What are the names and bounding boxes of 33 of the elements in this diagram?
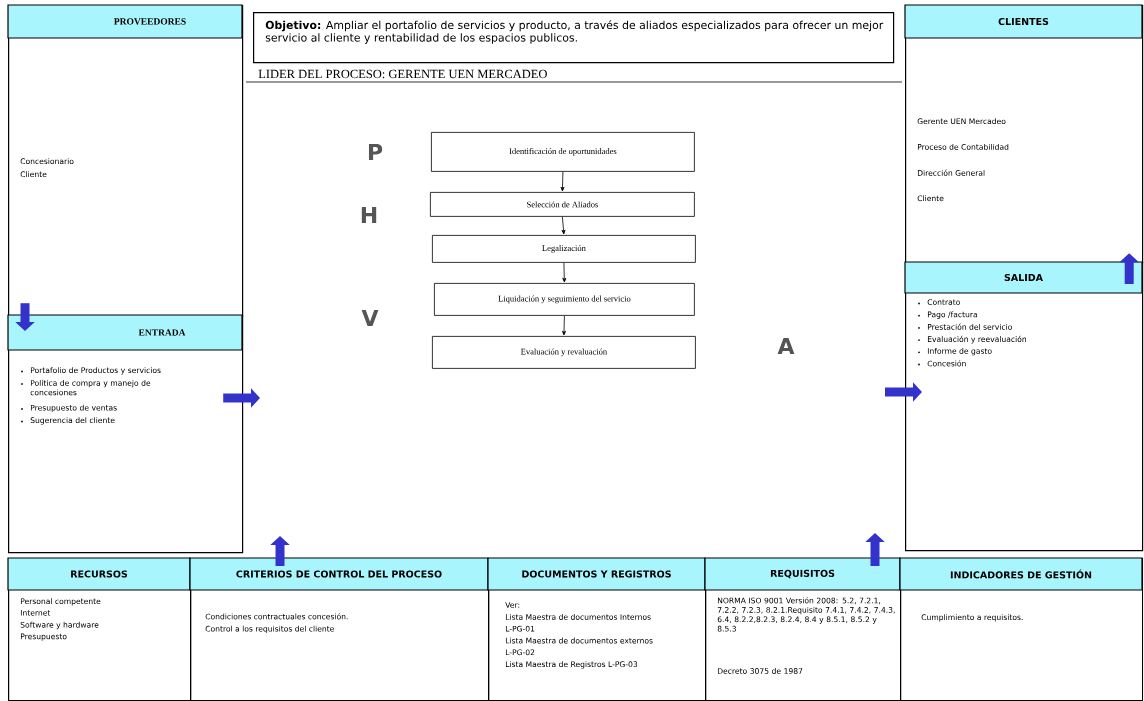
process-box: Legalización (432, 235, 696, 263)
process-box: Identificación de oportunidades (431, 132, 695, 172)
panel-header: DOCUMENTOS Y REGISTROS (487, 557, 706, 591)
panel-header: PROVEEDORES (7, 4, 243, 39)
process-box: Selección de Aliados (430, 192, 695, 217)
process-box: Liquidación y seguimiento del servicio (434, 283, 695, 316)
panel (189, 557, 490, 701)
phva-letter: P (368, 143, 383, 160)
panel (904, 261, 1144, 552)
panel (7, 4, 244, 317)
panel-header: INDICADORES DE GESTIÓN (899, 557, 1143, 591)
panel-header: SALIDA (904, 261, 1143, 294)
panel-header: CLIENTES (904, 4, 1143, 39)
panel (904, 4, 1144, 264)
process-leader: LIDER DEL PROCESO: GERENTE UEN MERCADEO (258, 69, 547, 79)
panel-header: ENTRADA (7, 314, 243, 351)
phva-letter: V (361, 309, 379, 326)
panel (899, 557, 1144, 701)
panel (7, 557, 192, 701)
objective-box: Objetivo: Ampliar el portafolio de servicios y producto, a través de aliados especializados para ofrecer un mejor servicio al cliente y rentabilidad de los espacios publicos. (253, 12, 895, 64)
panel (704, 557, 902, 701)
panel (487, 557, 707, 701)
process-box: Evaluación y revaluación (432, 336, 696, 369)
panel-header: RECURSOS (7, 557, 191, 591)
phva-letter: H (361, 206, 377, 223)
arrow (562, 315, 566, 336)
panel-header: CRITERIOS DE CONTROL DEL PROCESO (189, 557, 489, 591)
phva-letter: A (777, 337, 795, 354)
arrow (562, 262, 567, 283)
panel-header: REQUISITOS (704, 557, 901, 591)
panel (7, 314, 244, 554)
arrow (561, 216, 566, 235)
arrow (560, 171, 565, 192)
